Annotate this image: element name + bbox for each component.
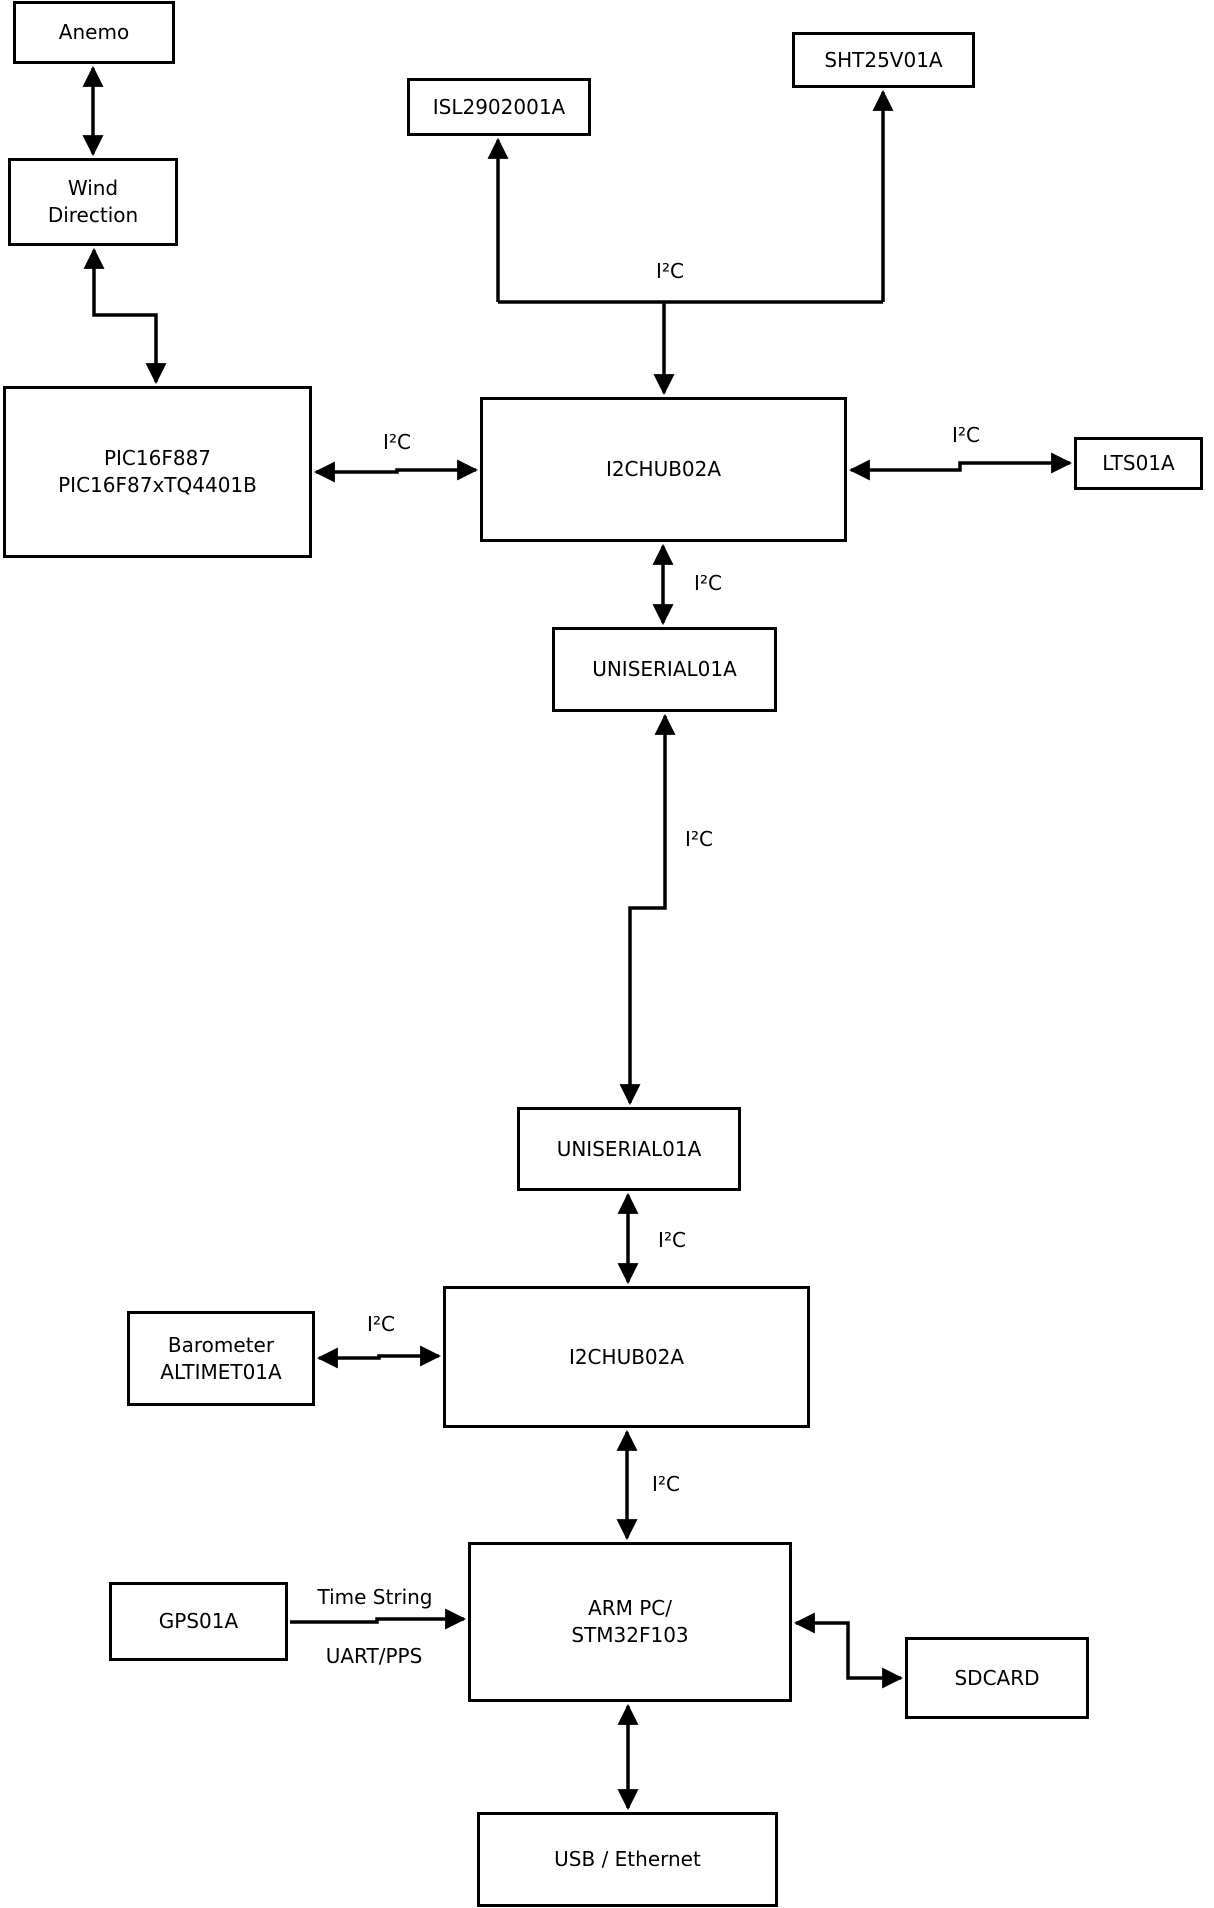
edge-arm-sdcard [793,1612,904,1689]
edge-label-time-string: Time String [317,1585,433,1609]
node-sdcard-label: SDCARD [954,1665,1040,1690]
edge-label-uniserial-uniserial-i2c: I²C [685,827,713,851]
node-isl2902001a-label: ISL2902001A [432,94,566,119]
node-i2chub02a-bottom: I2CHUB02A [443,1286,810,1428]
node-usb-ethernet: USB / Ethernet [477,1812,778,1907]
edge-i2chub-lts [848,452,1073,481]
edge-label-uniserial-hub2-i2c: I²C [658,1228,686,1252]
node-pic16f887-label-line2: PIC16F87xTQ4401B [58,473,257,497]
edge-label-hub-uniserial-i2c: I²C [694,571,722,595]
node-gps01a: GPS01A [109,1582,288,1661]
node-pic16f887-label-line1: PIC16F887 [103,446,212,470]
edge-label-baro-hub2-i2c: I²C [367,1312,395,1336]
node-gps01a-label: GPS01A [158,1609,239,1633]
node-lts01a: LTS01A [1074,437,1203,490]
node-sht25v01a-label: SHT25V01A [824,47,943,72]
node-barometer-label-line2: ALTIMET01A [160,1359,282,1384]
node-uniserial01a-top: UNISERIAL01A [552,627,777,712]
node-arm-label-line1: ARM PC/ [588,1596,672,1620]
node-usb-ethernet-label: USB / Ethernet [554,1847,701,1871]
edge-label-uart-pps: UART/PPS [325,1644,423,1668]
node-wind-direction: Wind Direction [8,158,178,246]
node-anemo: Anemo [13,1,175,64]
node-sht25v01a: SHT25V01A [792,32,975,88]
edge-gps-arm [290,1608,467,1630]
node-arm-label-line2: STM32F103 [571,1623,689,1647]
edge-label-trunk-i2c: I²C [656,259,684,283]
node-i2chub02a-top: I2CHUB02A [480,397,847,542]
node-wind-direction-label-line1: Wind [67,176,119,200]
edge-label-hub2-arm-i2c: I²C [652,1472,680,1496]
node-i2chub02a-bottom-label: I2CHUB02A [568,1344,685,1369]
node-uniserial01a-bottom: UNISERIAL01A [517,1107,741,1191]
node-i2chub02a-top-label: I2CHUB02A [605,457,722,481]
node-pic16f887: PIC16F887 PIC16F87xTQ4401B [3,386,312,558]
edge-pic-i2chub-top [313,459,479,483]
node-wind-direction-label-line2: Direction [47,203,139,227]
node-arm-pc-stm32f103: ARM PC/ STM32F103 [468,1542,792,1702]
edge-barometer-i2chub-bottom [316,1345,442,1369]
node-barometer-label-line1: Barometer [167,1332,275,1357]
edge-wind-pic [83,247,167,385]
edge-label-pic-hub-i2c: I²C [383,430,411,454]
node-anemo-label: Anemo [58,20,130,44]
node-barometer-altimet01a: Barometer ALTIMET01A [127,1311,315,1406]
node-isl2902001a: ISL2902001A [407,78,591,136]
node-uniserial01a-bottom-label: UNISERIAL01A [556,1136,702,1161]
node-uniserial01a-top-label: UNISERIAL01A [592,657,737,681]
edge-label-hub-lts-i2c: I²C [952,423,980,447]
node-sdcard: SDCARD [905,1637,1089,1719]
edge-uniserial-uniserial [619,713,676,1106]
node-lts01a-label: LTS01A [1102,451,1175,475]
